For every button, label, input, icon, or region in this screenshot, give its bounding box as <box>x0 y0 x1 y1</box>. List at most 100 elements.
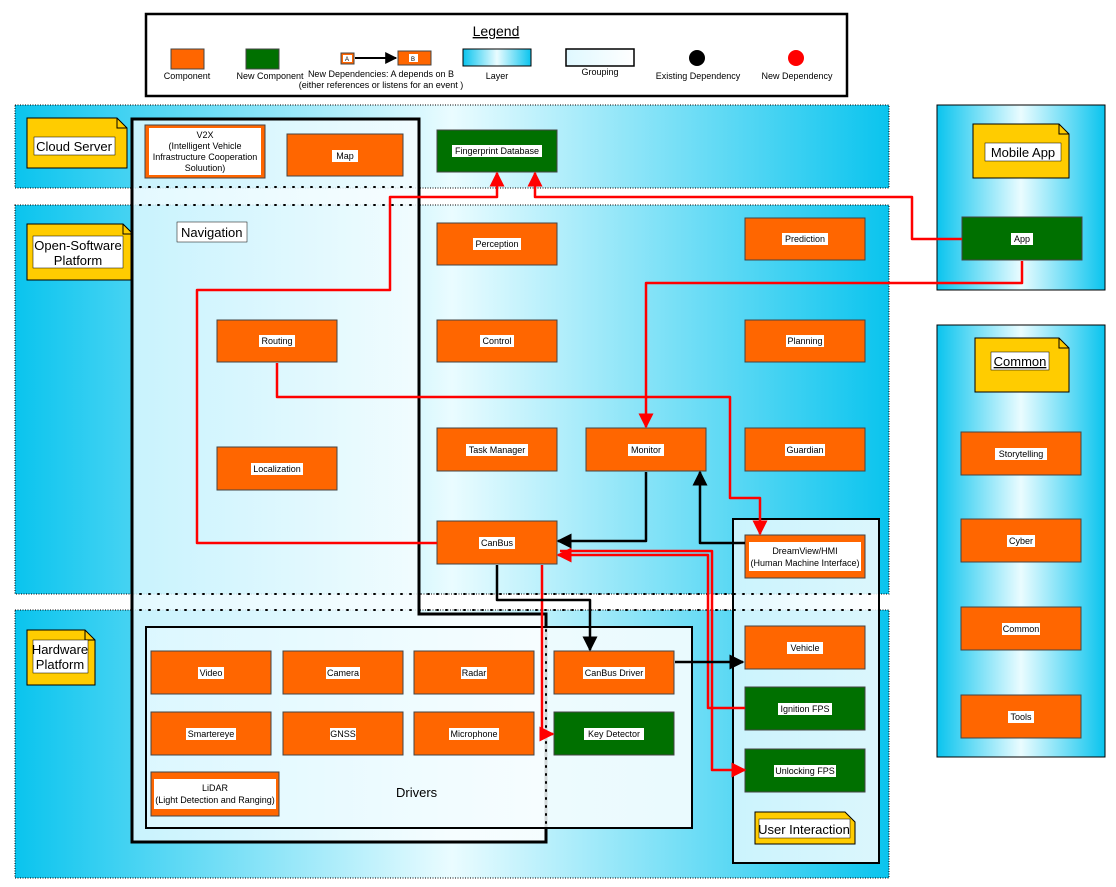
ignition-fps-component[interactable]: Ignition FPS <box>744 686 866 731</box>
svg-text:Video: Video <box>200 668 223 678</box>
svg-text:GNSS: GNSS <box>330 729 356 739</box>
dep-app-to-monitor <box>638 261 1024 429</box>
radar-component[interactable]: Radar <box>413 650 535 695</box>
svg-text:Planning: Planning <box>787 336 822 346</box>
svg-text:Localization: Localization <box>253 464 301 474</box>
svg-text:Radar: Radar <box>462 668 487 678</box>
svg-text:Key Detector: Key Detector <box>588 729 640 739</box>
legend-layer-label: Layer <box>486 71 509 81</box>
unlocking-fps-component[interactable]: Unlocking FPS <box>744 748 866 793</box>
legend-dep-a-label: A <box>345 57 349 63</box>
smartereye-component[interactable]: Smartereye <box>150 711 272 756</box>
cloud-server-note: Cloud Server <box>26 117 128 169</box>
map-component[interactable]: Map <box>286 133 404 177</box>
svg-text:Task Manager: Task Manager <box>469 445 526 455</box>
cyber-component[interactable]: Cyber <box>960 518 1082 563</box>
microphone-component[interactable]: Microphone <box>413 711 535 756</box>
svg-text:Storytelling: Storytelling <box>999 449 1044 459</box>
svg-text:Soluution): Soluution) <box>185 163 226 173</box>
dep-app-to-fingerprint <box>527 171 962 241</box>
legend-new-dep-line2: (either references or listens for an eve… <box>299 80 464 90</box>
svg-text:Common: Common <box>1003 624 1040 634</box>
dep-canbus-to-fingerprint <box>195 171 505 545</box>
svg-text:Ignition FPS: Ignition FPS <box>780 704 829 714</box>
svg-text:Smartereye: Smartereye <box>188 729 235 739</box>
svg-text:Cyber: Cyber <box>1009 536 1033 546</box>
mobile-app-note: Mobile App <box>972 123 1070 179</box>
svg-text:Control: Control <box>482 336 511 346</box>
dep-canbus-to-keydetector <box>539 565 555 742</box>
vehicle-component[interactable]: Vehicle <box>744 625 866 670</box>
gnss-component[interactable]: GNSS <box>282 711 404 756</box>
svg-text:Prediction: Prediction <box>785 234 825 244</box>
canbus-component[interactable]: CanBus <box>436 520 558 565</box>
storytelling-component[interactable]: Storytelling <box>960 431 1082 476</box>
tools-component[interactable]: Tools <box>960 694 1082 739</box>
prediction-component[interactable]: Prediction <box>744 217 866 261</box>
svg-text:Monitor: Monitor <box>631 445 661 455</box>
svg-text:(Human Machine Interface): (Human Machine Interface) <box>750 558 859 568</box>
dep-dreamview-to-monitor <box>692 470 745 545</box>
svg-text:App: App <box>1014 234 1030 244</box>
app-component[interactable]: App <box>961 216 1083 261</box>
legend-new-dep-label: New Dependency <box>761 71 833 81</box>
user-interaction-note: User Interaction <box>754 811 856 845</box>
legend-new-dep-line1: New Dependencies: A depends on B <box>308 69 454 79</box>
svg-text:Routing: Routing <box>261 336 292 346</box>
svg-text:Map: Map <box>336 151 354 161</box>
legend-dep-b-label: B <box>411 57 415 63</box>
lidar-component[interactable]: LiDAR (Light Detection and Ranging) <box>150 771 280 817</box>
monitor-component[interactable]: Monitor <box>585 427 707 472</box>
svg-text:Cloud Server: Cloud Server <box>36 139 113 154</box>
dreamview-component[interactable]: DreamView/HMI (Human Machine Interface) <box>744 534 866 579</box>
svg-text:Hardware: Hardware <box>32 642 88 657</box>
svg-text:Camera: Camera <box>327 668 359 678</box>
common-component[interactable]: Common <box>960 606 1082 651</box>
svg-text:Platform: Platform <box>36 657 84 672</box>
open-software-note: Open-Software Platform <box>26 223 134 281</box>
hardware-note: Hardware Platform <box>26 629 96 686</box>
drivers-group-title: Drivers <box>396 785 438 800</box>
dep-unlocking-to-canbus <box>560 549 747 778</box>
video-component[interactable]: Video <box>150 650 272 695</box>
svg-text:V2X: V2X <box>196 130 213 140</box>
legend-component-label: Component <box>164 71 211 81</box>
svg-text:Vehicle: Vehicle <box>790 643 819 653</box>
svg-text:Fingerprint Database: Fingerprint Database <box>455 146 539 156</box>
svg-text:Microphone: Microphone <box>450 729 497 739</box>
legend-component-swatch <box>170 48 205 70</box>
camera-component[interactable]: Camera <box>282 650 404 695</box>
svg-text:Unlocking FPS: Unlocking FPS <box>775 766 835 776</box>
guardian-component[interactable]: Guardian <box>744 427 866 472</box>
dep-routing-to-dreamview <box>275 363 768 536</box>
svg-text:Common: Common <box>994 354 1047 369</box>
routing-component[interactable]: Routing <box>216 319 338 363</box>
localization-component[interactable]: Localization <box>216 446 338 491</box>
task-manager-component[interactable]: Task Manager <box>436 427 558 472</box>
key-detector-component[interactable]: Key Detector <box>553 711 675 756</box>
control-component[interactable]: Control <box>436 319 558 363</box>
fingerprint-database-component[interactable]: Fingerprint Database <box>436 129 558 173</box>
dep-ignition-to-canbus <box>556 547 745 710</box>
perception-component[interactable]: Perception <box>436 222 558 266</box>
legend-new-dep-dot <box>788 50 804 66</box>
dep-monitor-to-canbus <box>556 472 648 549</box>
svg-text:User Interaction: User Interaction <box>758 822 850 837</box>
svg-text:Perception: Perception <box>475 239 518 249</box>
svg-text:CanBus Driver: CanBus Driver <box>585 668 644 678</box>
planning-component[interactable]: Planning <box>744 319 866 363</box>
legend-layer-swatch <box>462 48 532 67</box>
legend-new-component-label: New Component <box>236 71 304 81</box>
svg-text:Platform: Platform <box>54 253 102 268</box>
svg-text:LiDAR: LiDAR <box>202 783 229 793</box>
svg-text:CanBus: CanBus <box>481 538 514 548</box>
legend-grouping-label: Grouping <box>581 67 618 77</box>
svg-text:(Light Detection and Ranging): (Light Detection and Ranging) <box>155 795 275 805</box>
legend-existing-dep-dot <box>689 50 705 66</box>
common-note: Common <box>974 337 1070 393</box>
legend-title: Legend <box>473 23 520 39</box>
v2x-component[interactable]: V2X (Intelligent Vehicle Infrastructure … <box>144 124 266 179</box>
canbus-driver-component[interactable]: CanBus Driver <box>553 650 675 695</box>
navigation-group-title: Navigation <box>181 225 242 240</box>
